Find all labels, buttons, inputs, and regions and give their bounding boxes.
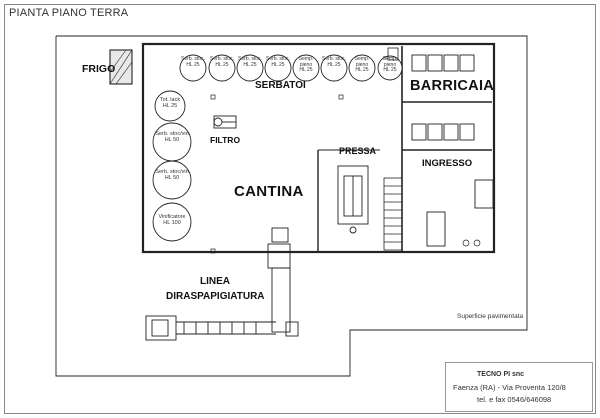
top-tank-2: Serb. stoc.HL 25 xyxy=(210,56,234,68)
room-label-ingresso: INGRESSO xyxy=(422,158,473,169)
tank-name: Serb. stoc. xyxy=(181,56,205,62)
tank-name: Serb. stoc. xyxy=(210,56,234,62)
top-tank-circles xyxy=(179,54,403,82)
tank-capacity: HL 25 xyxy=(355,67,369,73)
tank-name: Serb. stoc. xyxy=(238,56,262,62)
top-tank-4: Serb. stoc.HL 25 xyxy=(266,56,290,68)
tank-name: Serb. stoc/vin xyxy=(155,169,189,175)
sheet-border xyxy=(4,4,596,414)
top-tank-1: Serb. stoc.HL 25 xyxy=(181,56,205,68)
tank-capacity: HL 50 xyxy=(164,137,180,143)
bathroom xyxy=(426,211,446,247)
tank-capacity: HL 100 xyxy=(163,220,181,226)
page-title: PIANTA PIANO TERRA xyxy=(9,7,129,19)
tank-capacity: HL 25 xyxy=(383,67,397,73)
staircase xyxy=(383,177,403,251)
tank-capacity: HL 25 xyxy=(186,61,200,68)
tank-capacity: HL 25 xyxy=(271,61,285,68)
company-info-box xyxy=(445,362,593,412)
tank-capacity: HL 50 xyxy=(164,175,180,181)
label-linea: LINEA xyxy=(200,276,230,287)
room-label-frigo: FRIGO xyxy=(82,63,116,75)
tank-capacity: HL 25 xyxy=(299,67,313,73)
label-filtro: FILTRO xyxy=(210,135,241,145)
destemmer-line xyxy=(145,227,299,341)
tank-name: Semp. pieno xyxy=(354,56,370,68)
tank-name: Serb. stoc/vin xyxy=(155,131,189,137)
tank-name: Serb. stoc. xyxy=(322,56,346,62)
tank-name: Semp. pieno xyxy=(298,56,314,68)
filter-machine xyxy=(213,115,237,129)
wine-press xyxy=(337,165,369,234)
label-pressa: PRESSA xyxy=(339,146,377,156)
note-superficie: Superficie pavimentata xyxy=(457,313,524,320)
tank-name: Serb. stoc. xyxy=(266,56,290,62)
barrel-rack-top xyxy=(411,54,475,72)
company-name: TECNO PI snc xyxy=(477,371,525,378)
label-diraspapigiatura: DIRASPAPIGIATURA xyxy=(166,291,265,302)
top-tank-6: Serb. stoc.HL 25 xyxy=(322,56,346,68)
site-outline xyxy=(55,35,528,377)
side-tank-circles xyxy=(152,90,192,242)
room-label-serbatoi: SERBATOI xyxy=(255,80,306,91)
company-phone: tel. e fax 0546/646098 xyxy=(477,395,552,404)
tank-name: Semp. pieno xyxy=(382,56,398,68)
room-label-cantina: CANTINA xyxy=(234,183,304,200)
barrel-rack-bottom xyxy=(411,123,475,141)
top-tank-3: Serb. stoc.HL 25 xyxy=(238,56,262,68)
tank-capacity: HL 25 xyxy=(243,61,257,68)
tank-capacity: HL 25 xyxy=(327,61,341,68)
room-label-barricaia: BARRICAIA xyxy=(410,78,495,94)
tank-capacity: HL 25 xyxy=(162,103,178,109)
tank-name: Tot. lack xyxy=(159,97,181,103)
company-address: Faenza (RA) - Via Proventa 120/8 xyxy=(453,383,566,392)
tank-capacity: HL 25 xyxy=(215,61,229,68)
tank-name: Vinificatore xyxy=(158,214,186,220)
